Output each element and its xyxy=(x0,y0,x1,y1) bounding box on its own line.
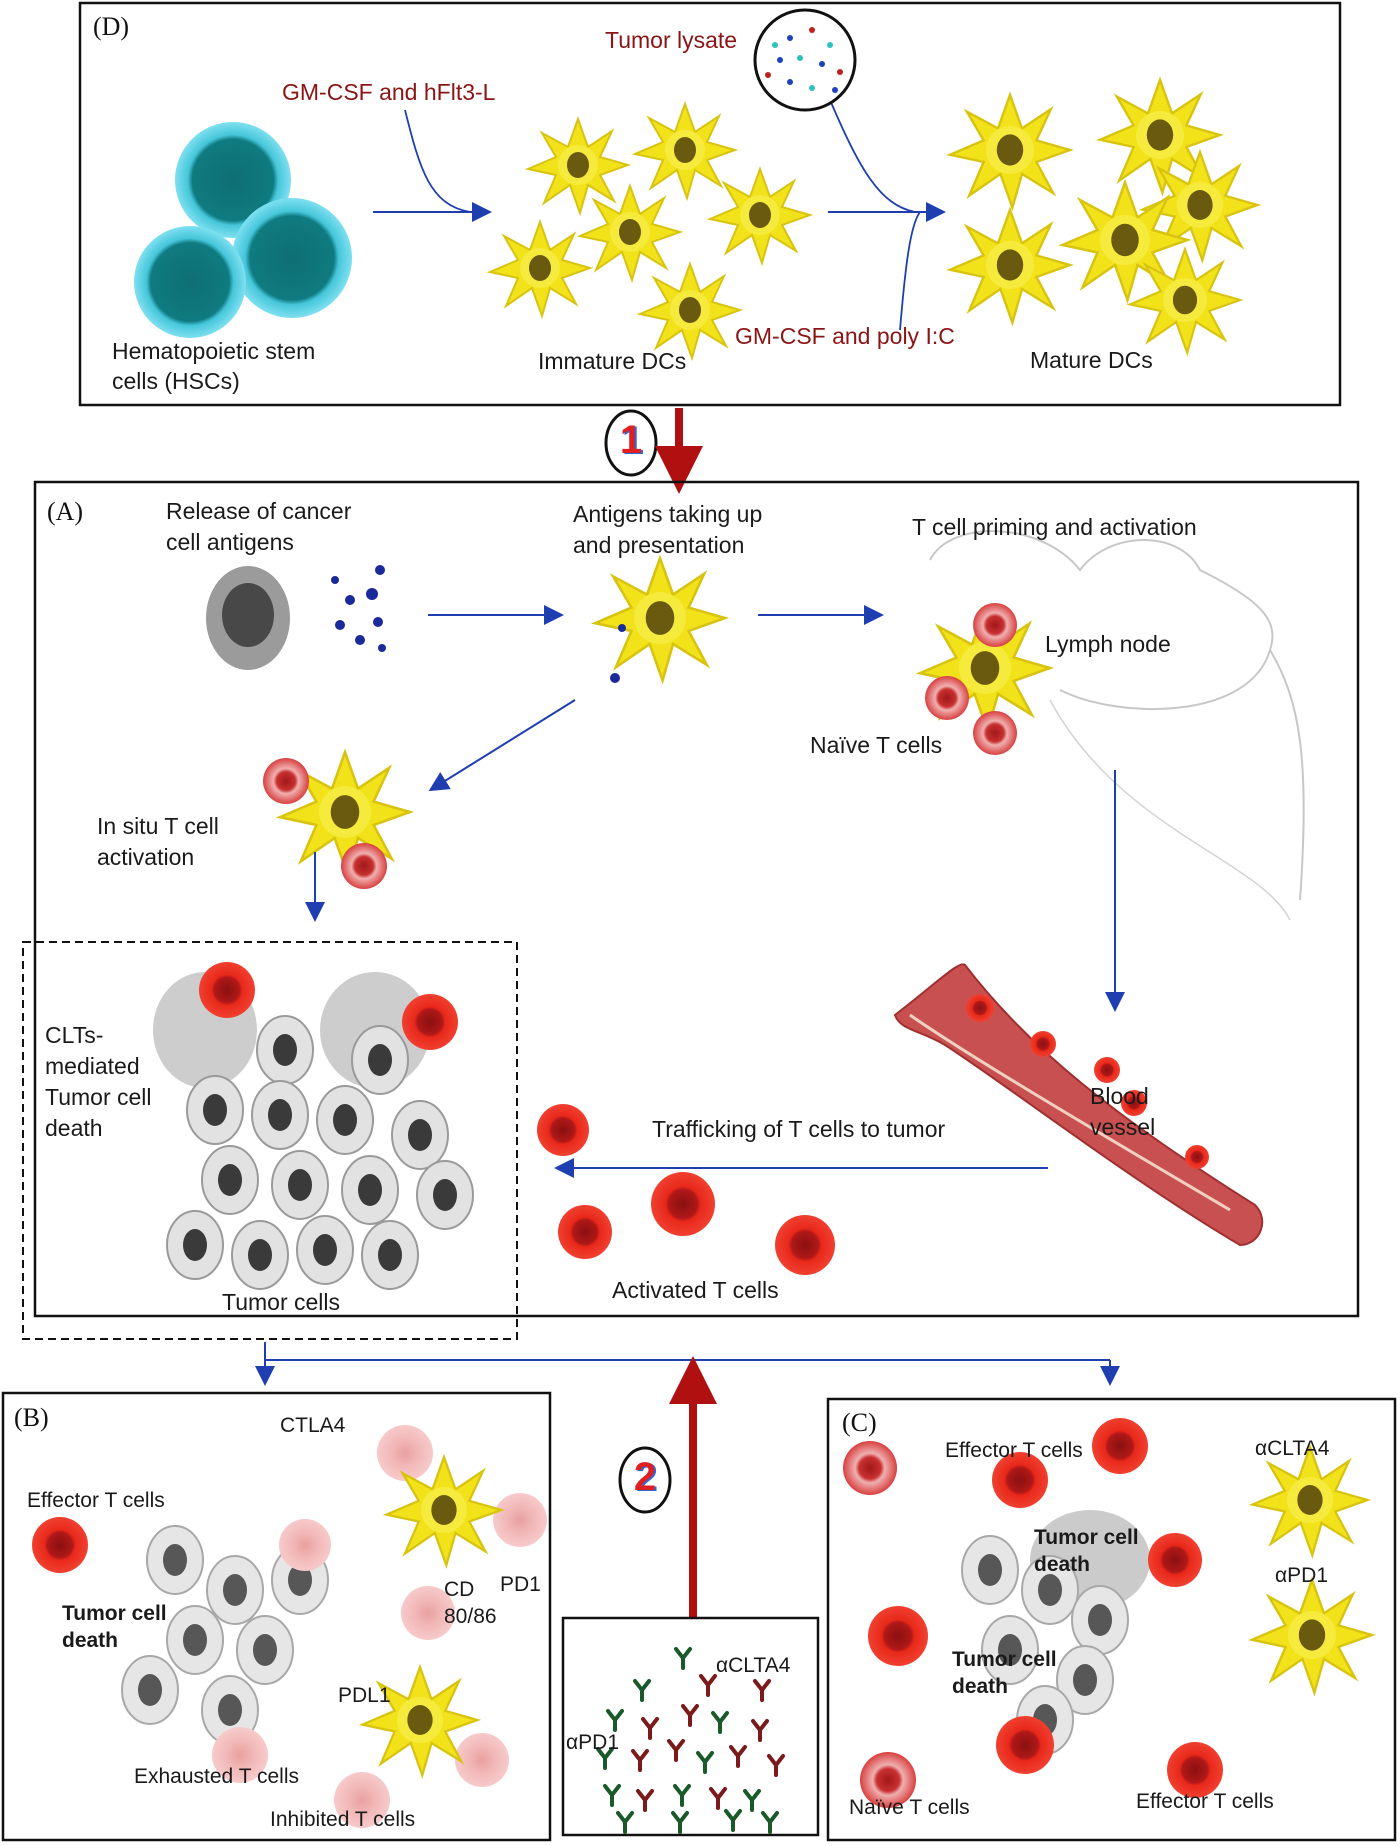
panel-b-effector-cell xyxy=(32,1517,88,1573)
hsc-label-line1: Hematopoietic stem xyxy=(112,338,316,364)
panel-c-death1-line2: death xyxy=(1034,1553,1091,1576)
panel-b-effector-label: Effector T cells xyxy=(27,1489,165,1512)
antigen-presenting-dc xyxy=(593,556,727,682)
cancer-cell-antigens xyxy=(206,565,386,670)
release-label-line1: Release of cancer xyxy=(166,498,352,524)
step-2-number: 2 xyxy=(633,1455,657,1499)
pd1-label: PD1 xyxy=(500,1573,541,1596)
panel-b-dc-top xyxy=(385,1455,503,1567)
panel-c-dc-bottom xyxy=(1250,1578,1374,1694)
step-1-ring xyxy=(604,409,658,477)
panel-c-naive-bottom xyxy=(860,1752,916,1808)
panel-c-death1-line1: Tumor cell xyxy=(1034,1526,1139,1549)
flt3-feed-curve xyxy=(404,109,471,213)
hsc-label-line2: cells (HSCs) xyxy=(112,368,240,394)
antigen-label-line2: and presentation xyxy=(573,532,745,558)
blood-vessel xyxy=(893,963,1264,1247)
panel-b-death-line2: death xyxy=(62,1629,119,1652)
cd-label-line2: 80/86 xyxy=(444,1605,497,1628)
blood-vessel-label-line1: Blood xyxy=(1090,1083,1149,1109)
tumor-cell-mass xyxy=(153,962,474,1290)
pdl1-label: PDL1 xyxy=(338,1684,391,1707)
naive-t-cells-label: Naïve T cells xyxy=(810,732,943,758)
polyic-feed-curve xyxy=(899,211,921,331)
panel-a-frame xyxy=(33,480,1360,1318)
panel-c-actla4-label: αCLTA4 xyxy=(1255,1437,1330,1460)
exhausted-label: Exhausted T cells xyxy=(134,1765,299,1788)
to-insitu-arrow xyxy=(428,699,576,792)
priming-dc-cluster xyxy=(918,603,1052,755)
panel-c-tag: (C) xyxy=(842,1408,877,1437)
hsc-cells xyxy=(134,122,352,338)
panel-c-effector-cells xyxy=(868,1418,1223,1798)
priming-label: T cell priming and activation xyxy=(912,514,1197,540)
lysate-feed-curve xyxy=(829,99,916,213)
lymph-node xyxy=(929,530,1305,921)
blood-vessel-label-line2: vessel xyxy=(1090,1114,1156,1140)
panel-c-death2-line2: death xyxy=(952,1675,1009,1698)
panel-c-frame xyxy=(826,1397,1397,1842)
tumor-lysate-dish xyxy=(753,8,857,112)
lymph-node-label: Lymph node xyxy=(1045,631,1171,657)
tumor-cells-label: Tumor cells xyxy=(222,1289,340,1315)
antigen-dot xyxy=(610,673,620,683)
mature-dcs-label: Mature DCs xyxy=(1030,347,1153,373)
panel-c-effector-bottom-label: Effector T cells xyxy=(1136,1790,1274,1813)
split-connector xyxy=(264,1342,1110,1361)
clts-label-line1: CLTs- xyxy=(45,1022,104,1048)
panel-c-naive-top xyxy=(843,1441,897,1495)
activated-t-cells xyxy=(537,1104,835,1275)
mature-dcs xyxy=(948,78,1259,354)
panel-b-frame xyxy=(1,1391,552,1842)
insitu-label-line2: activation xyxy=(97,844,195,870)
panel-a-tag: (A) xyxy=(47,497,84,526)
panel-c-tumor xyxy=(961,1510,1150,1755)
clts-label-line4: death xyxy=(45,1115,103,1141)
panel-c-apd1-label: αPD1 xyxy=(1275,1564,1328,1587)
antigen-dot xyxy=(618,624,626,632)
immature-dcs xyxy=(489,103,811,359)
insitu-activation-cluster xyxy=(263,750,412,889)
panel-c-death2-line1: Tumor cell xyxy=(952,1648,1057,1671)
tumor-dashed-box xyxy=(22,941,518,1340)
antibody-box-frame xyxy=(561,1616,820,1837)
panel-d-tag: (D) xyxy=(93,12,130,41)
insitu-label-line1: In situ T cell xyxy=(97,813,219,839)
panel-c-naive-label: Naïve T cells xyxy=(849,1796,970,1819)
panel-b-death-line1: Tumor cell xyxy=(62,1602,167,1625)
clts-label-line3: Tumor cell xyxy=(45,1084,152,1110)
inhibited-label: Inhibited T cells xyxy=(270,1808,416,1831)
cd-label-line1: CD xyxy=(444,1578,475,1601)
gmcsf-flt3-label: GM-CSF and hFlt3-L xyxy=(282,79,496,105)
clts-label-line2: mediated xyxy=(45,1053,140,1079)
step-1-number: 1 xyxy=(619,418,643,462)
panel-c-dc-top xyxy=(1251,1445,1369,1557)
trafficking-label: Trafficking of T cells to tumor xyxy=(652,1116,946,1142)
panel-b-pale-cells xyxy=(212,1425,547,1828)
panel-d-frame xyxy=(78,1,1342,407)
release-label-line2: cell antigens xyxy=(166,529,294,555)
panel-b-tag: (B) xyxy=(14,1403,49,1432)
actla4-label: αCLTA4 xyxy=(716,1654,791,1677)
apd1-label: αPD1 xyxy=(566,1731,619,1754)
immature-dcs-label: Immature DCs xyxy=(538,348,687,374)
gmcsf-polyic-label: GM-CSF and poly I:C xyxy=(735,323,955,349)
step-2-ring xyxy=(618,1446,672,1514)
tumor-lysate-label: Tumor lysate xyxy=(605,27,738,53)
ctla4-label: CTLA4 xyxy=(280,1414,346,1437)
activated-t-cells-label: Activated T cells xyxy=(612,1277,779,1303)
antigen-label-line1: Antigens taking up xyxy=(573,501,763,527)
panel-c-effector-top-label: Effector T cells xyxy=(945,1439,1083,1462)
